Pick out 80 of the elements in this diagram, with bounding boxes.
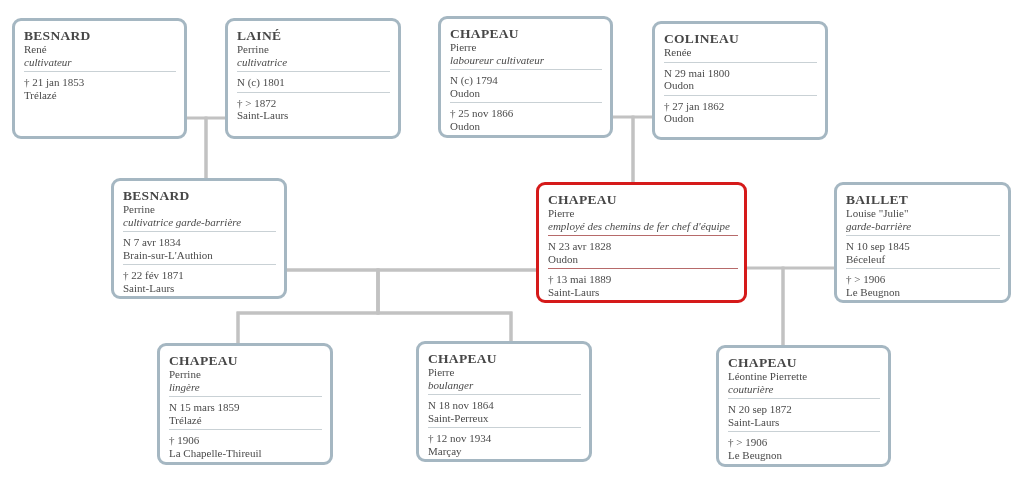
place-name: Oudon [548,252,579,265]
person-card [12,18,187,139]
given-name: Pierre [450,41,478,54]
place-name: Saint-Laurs [728,415,781,428]
given-name: Louise "Julie" [846,207,910,220]
place-name: Le Beugnon [728,448,784,461]
person-card [111,178,287,299]
surname: BAILLET [846,193,910,207]
place-name: Oudon [664,79,695,92]
place-name: La Chapelle-Thireuil [169,446,263,459]
death-date: † 25 nov 1866 [450,107,515,120]
occupation: boulanger [428,378,475,391]
person-card [225,18,401,139]
given-name: René [24,43,48,56]
birth-date: N 20 sep 1872 [728,403,793,416]
death-date: † 13 mai 1889 [548,273,613,286]
death-date: † 21 jan 1853 [24,76,86,89]
place-name: Le Beugnon [846,285,902,298]
connector-line [631,115,652,182]
person-card [716,345,891,467]
connector-line [204,116,225,178]
person-card [157,343,333,465]
occupation: couturière [728,382,775,395]
surname: CHAPEAU [548,193,618,207]
surname: COLINEAU [664,32,741,46]
death-date: † 1906 [169,434,201,447]
given-name: Pierre [548,207,576,220]
connector-line [376,268,536,341]
birth-date: N 23 avr 1828 [548,240,613,253]
surname: CHAPEAU [169,354,239,368]
death-date: † 22 fév 1871 [123,269,185,282]
place-name: Saint-Perreux [428,411,490,424]
occupation: garde-barrière [846,219,913,232]
place-name: Oudon [664,112,695,125]
birth-date: N 15 mars 1859 [169,401,241,414]
birth-date: N 7 avr 1834 [123,236,182,249]
birth-date: N 29 mai 1800 [664,66,731,79]
given-name: Perrine [237,43,270,56]
death-date: † > 1906 [846,273,887,286]
place-name: Oudon [450,119,481,132]
occupation: cultivateur [24,55,73,68]
given-name: Renée [664,46,693,59]
place-name: Saint-Laurs [548,285,601,298]
place-name: Trélazé [24,88,58,101]
person-card [438,16,613,138]
birth-date: N 18 nov 1864 [428,399,495,412]
surname: LAINÉ [237,29,283,43]
place-name: Oudon [450,86,481,99]
given-name: Léontine Pierrette [728,370,809,383]
occupation: cultivatrice [237,55,289,68]
connector-line [781,266,834,345]
occupation: lingère [169,380,201,393]
highlighted-person-card [536,182,747,303]
given-name: Perrine [123,203,156,216]
surname: CHAPEAU [428,352,498,366]
place-name: Brain-sur-L'Authion [123,248,214,261]
occupation: laboureur cultivateur [450,53,545,66]
death-date: † > 1872 [237,96,278,109]
death-date: † 27 jan 1862 [664,99,726,112]
person-card [652,21,828,140]
place-name: Béceleuf [846,252,887,265]
surname: BESNARD [123,189,191,203]
place-name: Saint-Laurs [237,109,290,122]
birth-date: N (c) 1801 [237,76,286,89]
person-card [416,341,592,462]
surname: CHAPEAU [450,27,520,41]
death-date: † > 1906 [728,436,769,449]
given-name: Pierre [428,366,456,379]
surname: CHAPEAU [728,356,798,370]
death-date: † 12 nov 1934 [428,432,493,445]
occupation: cultivatrice garde-barrière [123,215,242,228]
person-card [834,182,1011,303]
place-name: Saint-Laurs [123,281,176,294]
place-name: Trélazé [169,413,203,426]
birth-date: N 10 sep 1845 [846,240,911,253]
birth-date: N (c) 1794 [450,74,499,87]
occupation: employé des chemins de fer chef d'équipe [548,219,731,232]
surname: BESNARD [24,29,92,43]
given-name: Perrine [169,368,202,381]
place-name: Marçay [428,444,463,457]
